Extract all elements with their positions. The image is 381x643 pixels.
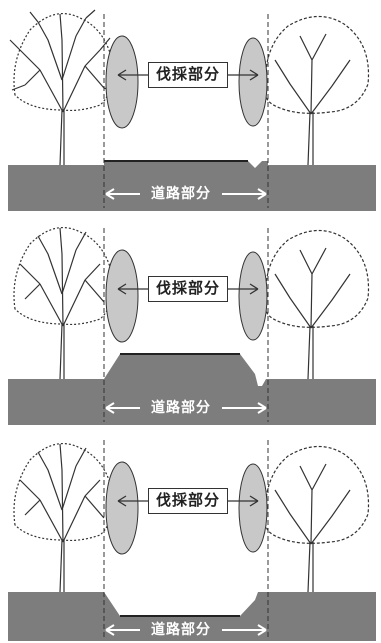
road-area-label: 道路部分 (141, 184, 221, 204)
road-arrow (105, 402, 267, 414)
road-arrow (105, 624, 267, 636)
road-arrow (105, 188, 267, 200)
right-crown-cut-zone (238, 251, 268, 341)
cut-arrow-left (117, 69, 148, 81)
right-tree (264, 445, 370, 593)
cut-area-label: 伐採部分 (148, 488, 228, 514)
cut-arrow-right (228, 69, 259, 81)
panel-flat-road: 伐採部分 道路部分 (0, 0, 381, 211)
road-area-label: 道路部分 (141, 620, 221, 640)
right-tree (264, 15, 370, 166)
road-area-label: 道路部分 (141, 398, 221, 418)
cut-arrow-right (228, 283, 259, 295)
left-tree (13, 442, 115, 593)
cut-area-label: 伐採部分 (148, 62, 228, 88)
panel-embankment-road: 伐採部分 道路部分 (0, 214, 381, 425)
ground (8, 354, 376, 425)
right-crown-cut-zone (238, 37, 268, 127)
cut-arrow-left (117, 495, 148, 507)
left-crown-cut-zone (105, 35, 139, 129)
left-crown-cut-zone (105, 249, 139, 343)
left-tree (9, 9, 117, 166)
cut-arrow-left (117, 283, 148, 295)
cut-area-label: 伐採部分 (148, 276, 228, 302)
panel-excavated-road: 伐採部分 道路部分 (0, 430, 381, 641)
cut-arrow-right (228, 495, 259, 507)
left-tree (13, 226, 115, 380)
right-tree (264, 229, 370, 380)
left-crown-cut-zone (105, 461, 139, 555)
right-crown-cut-zone (238, 463, 268, 553)
